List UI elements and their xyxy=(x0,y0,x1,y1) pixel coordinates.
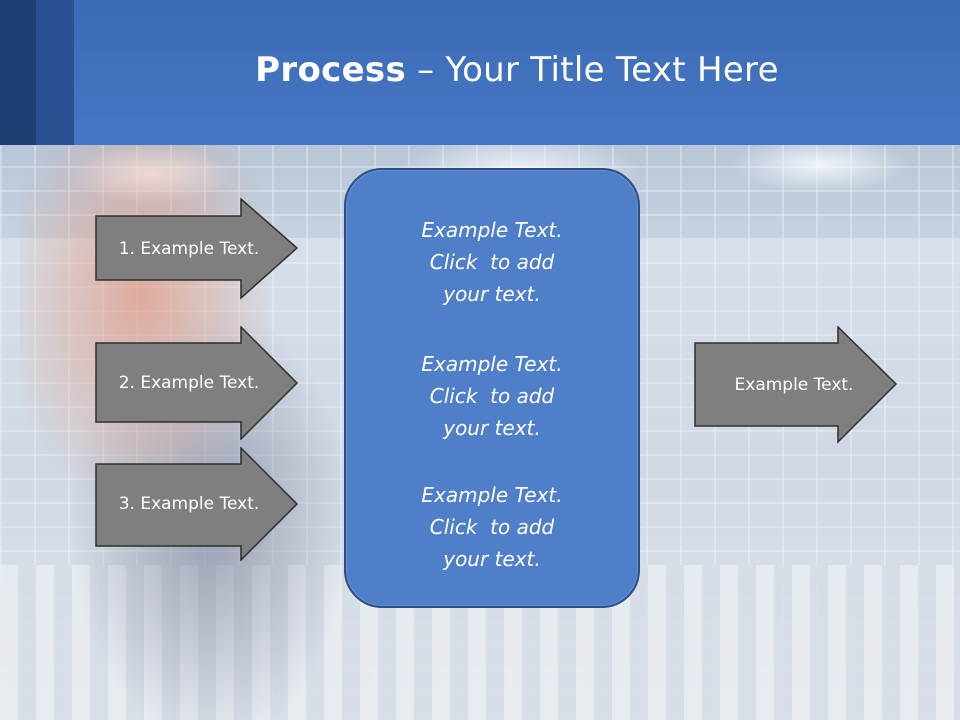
title-rest: – Your Title Text Here xyxy=(406,50,779,90)
input-arrow-2[interactable]: 2. Example Text. xyxy=(95,326,299,444)
arrow-label: 2. Example Text. xyxy=(118,373,260,393)
input-arrow-3[interactable]: 3. Example Text. xyxy=(95,447,299,565)
title-bold: Process xyxy=(255,50,407,90)
arrow-shape xyxy=(95,326,299,440)
block-line: Example Text. xyxy=(421,352,563,376)
header-gradient xyxy=(74,0,960,145)
slide-title[interactable]: Process – Your Title Text Here xyxy=(74,50,960,90)
block-line: Example Text. xyxy=(421,218,563,242)
output-arrow[interactable]: Example Text. xyxy=(694,326,898,444)
center-text-block-3: Example Text. Click to add your text. xyxy=(346,479,638,575)
block-line: your text. xyxy=(443,547,541,571)
arrow-label: Example Text. xyxy=(734,375,854,395)
block-line: your text. xyxy=(443,416,541,440)
block-line: Click to add xyxy=(429,250,555,274)
block-line: Click to add xyxy=(429,384,555,408)
header-accent-mid xyxy=(36,0,74,145)
header-accent-dark xyxy=(0,0,36,145)
center-text-block-1: Example Text. Click to add your text. xyxy=(346,214,638,310)
input-arrow-1[interactable]: 1. Example Text. xyxy=(95,198,299,316)
block-line: Example Text. xyxy=(421,483,563,507)
title-band: Process – Your Title Text Here xyxy=(0,0,960,145)
arrow-shape xyxy=(95,447,299,561)
arrow-shape xyxy=(95,198,299,300)
block-line: your text. xyxy=(443,282,541,306)
center-text-block-2: Example Text. Click to add your text. xyxy=(346,348,638,444)
block-line: Click to add xyxy=(429,515,555,539)
arrow-label: 1. Example Text. xyxy=(118,239,260,259)
arrow-shape xyxy=(694,326,898,444)
arrow-label: 3. Example Text. xyxy=(118,494,260,514)
center-process-box[interactable]: Example Text. Click to add your text. Ex… xyxy=(344,168,640,608)
